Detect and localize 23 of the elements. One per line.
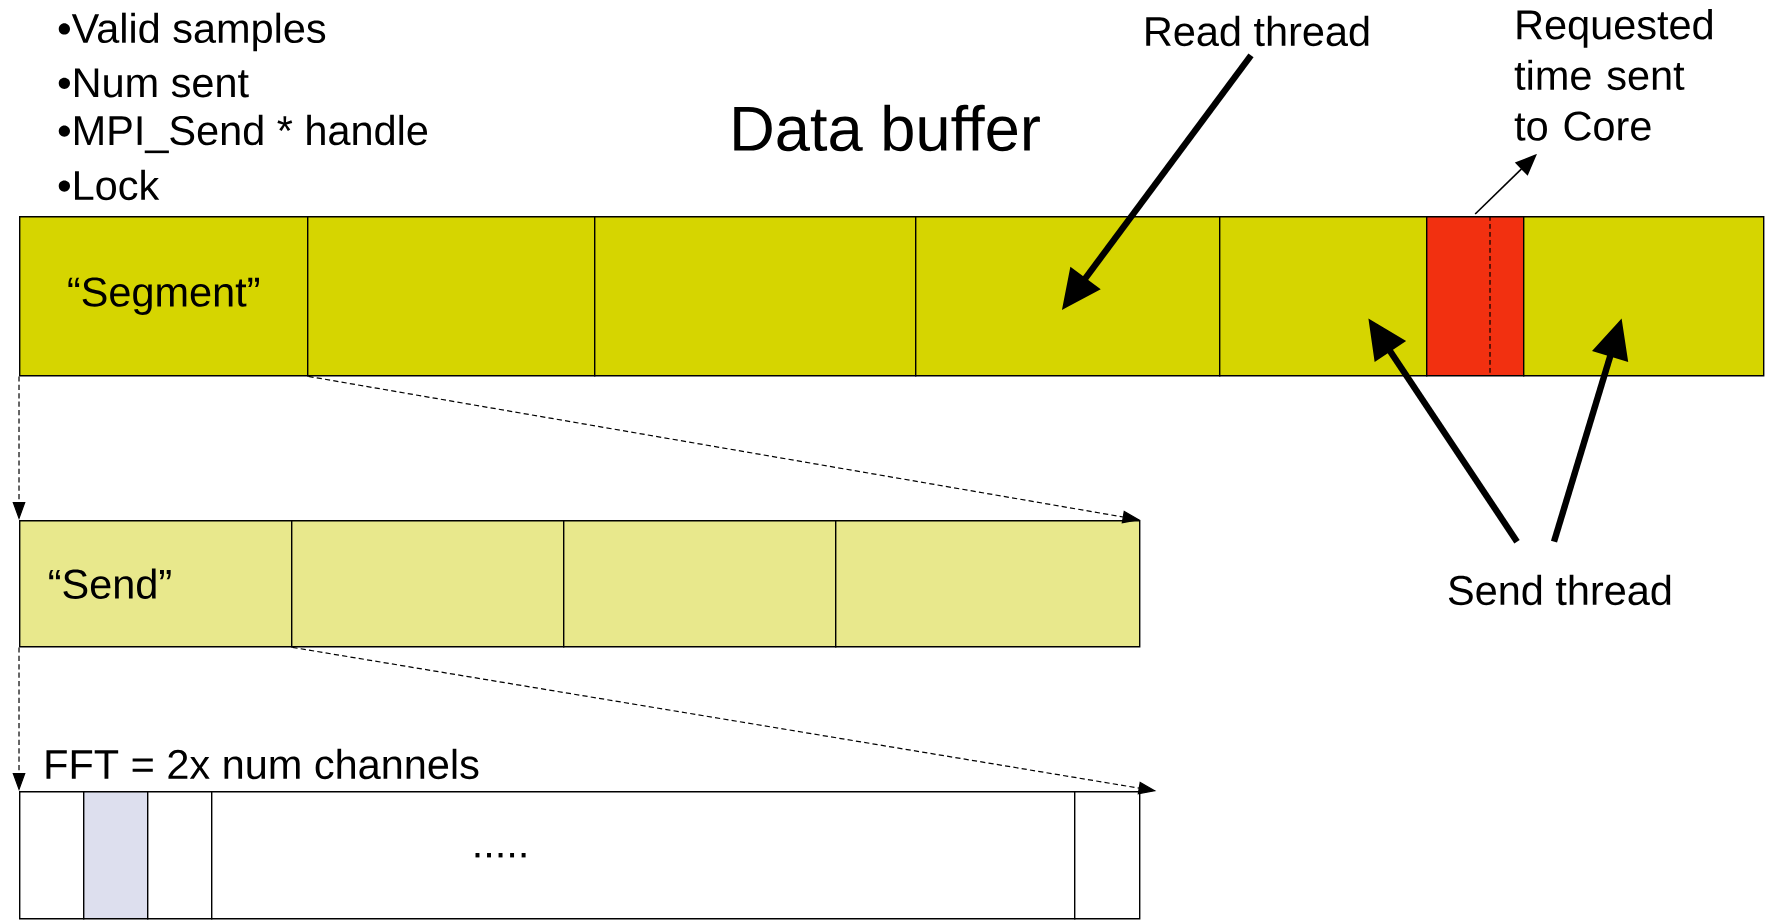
caption-text: FFT = 2x num channels xyxy=(46,748,479,780)
buffer-cell xyxy=(915,216,1221,377)
thread-label: Send thread xyxy=(1448,574,1671,606)
buffer-cell: “Send” xyxy=(19,520,293,648)
buffer-cell xyxy=(1523,216,1765,377)
buffer-cell xyxy=(594,216,917,377)
buffer-cell xyxy=(291,520,565,648)
buffer-cell xyxy=(835,520,1141,648)
buffer-cell xyxy=(19,791,85,920)
buffer-cell xyxy=(563,520,837,648)
bullet-item: •Num sent xyxy=(58,68,249,98)
title: Data buffer xyxy=(734,104,1040,152)
buffer-cell xyxy=(147,791,213,920)
buffer-cell xyxy=(307,216,596,377)
buffer-cell: “Segment” xyxy=(19,216,309,377)
note-text: Requested time sent to Core xyxy=(1514,9,1712,141)
thread-label: Read thread xyxy=(1146,15,1369,47)
buffer-cell xyxy=(1074,791,1141,920)
bullet-item: •MPI_Send * handle xyxy=(58,114,428,154)
buffer-cell xyxy=(1219,216,1428,377)
bullet-item: •Valid samples xyxy=(58,12,326,52)
buffer-cell xyxy=(1426,215,1525,377)
buffer-cell xyxy=(83,791,149,920)
